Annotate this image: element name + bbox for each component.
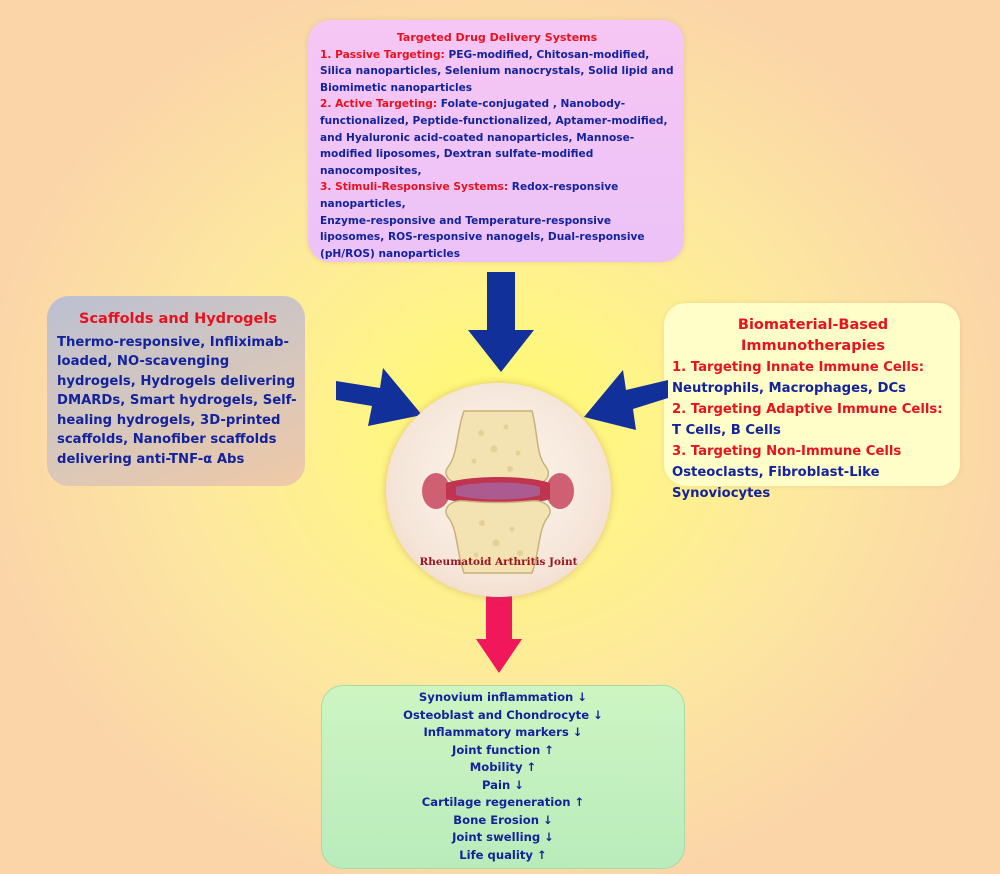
outcome-item: Joint swelling ↓ (452, 830, 554, 844)
outcome-item: Life quality ↑ (459, 847, 547, 862)
immunotherapies-box: Biomaterial-Based Immunotherapies 1. Tar… (664, 303, 960, 501)
stimuli-responsive-text: Redox-responsive nanoparticles, (320, 181, 619, 210)
joint-illustration (422, 410, 574, 574)
immunotherapies-title: Biomaterial-Based Immunotherapies (737, 317, 889, 354)
stimuli-responsive-text-2: Enzyme-responsive and Temperature-respon… (320, 214, 645, 260)
outcome-item: Pain ↓ (482, 777, 524, 792)
passive-targeting-text: PEG-modified, Chitosan-modified, Silica … (320, 48, 674, 94)
outcome-item: Cartilage regeneration ↑ (421, 795, 585, 809)
outcome-item: Osteoblast and Chondrocyte ↓ (403, 707, 603, 722)
adaptive-label: 2. Targeting Adaptive Immune Cells: (672, 402, 943, 417)
adaptive-text: T Cells, B Cells (672, 423, 781, 438)
active-targeting-label: 2. Active Targeting: (320, 98, 438, 111)
non-immune-text: Osteoclasts, Fibroblast-Like Synoviocyte… (672, 465, 880, 501)
stimuli-responsive-label: 3. Stimuli-Responsive Systems: (320, 181, 509, 194)
drug-delivery-box: Targeted Drug Delivery Systems 1. Passiv… (308, 20, 684, 262)
scaffolds-text: Thermo-responsive, Infliximab-loaded, NO… (57, 334, 297, 467)
arrow-down-top (468, 272, 534, 372)
scaffolds-box: Scaffolds and Hydrogels Thermo-responsiv… (47, 296, 305, 486)
arrow-right-left (336, 368, 422, 426)
scaffolds-title: Scaffolds and Hydrogels (79, 311, 277, 327)
passive-targeting-label: 1. Passive Targeting: (320, 48, 445, 61)
arrow-down-pink (476, 593, 522, 673)
innate-label: 1. Targeting Innate Immune Cells: (672, 360, 925, 375)
arrow-left-right (584, 370, 668, 430)
outcome-item: Synovium inflammation ↓ (418, 690, 588, 704)
passive-targeting: 1. Passive Targeting: PEG-modified, Chit… (320, 47, 674, 97)
joint-label: Rheumatoid Arthritis Joint (419, 556, 578, 568)
outcomes-box: Synovium inflammation ↓ Osteoblast and C… (321, 685, 685, 869)
non-immune-label: 3. Targeting Non-Immune Cells (672, 444, 902, 459)
innate-text: Neutrophils, Macrophages, DCs (672, 381, 906, 396)
outcome-item: Joint function ↑ (452, 742, 554, 757)
stimuli-responsive: 3. Stimuli-Responsive Systems: Redox-res… (320, 179, 674, 212)
outcome-item: Bone Erosion ↓ (453, 812, 553, 827)
outcome-item: Inflammatory markers ↓ (423, 725, 583, 739)
active-targeting: 2. Active Targeting: Folate-conjugated ,… (320, 96, 674, 179)
drug-delivery-title: Targeted Drug Delivery Systems (396, 31, 598, 44)
active-targeting-text: Folate-conjugated , Nanobody-functionali… (320, 98, 668, 177)
outcome-item: Mobility ↑ (469, 760, 537, 774)
